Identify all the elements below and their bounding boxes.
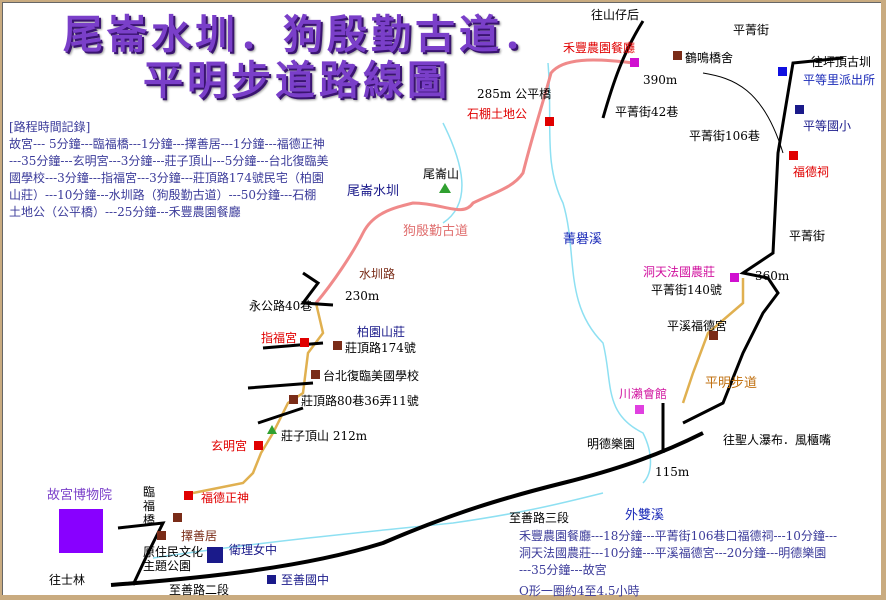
log-line: ---35分鐘---故宮 (519, 563, 607, 577)
label: 莊頂路174號 (345, 341, 416, 355)
poi-marker (709, 331, 718, 340)
label: 平菁街 (733, 23, 770, 37)
label: 莊頂路80巷36弄11號 (301, 394, 419, 408)
label: 擇善居 (181, 529, 218, 543)
poi-marker (267, 575, 276, 584)
poi-marker (207, 547, 223, 563)
label: 平等國小 (803, 119, 852, 133)
road-zhuangding (117, 271, 334, 586)
label: 主題公園 (143, 559, 192, 573)
stream-jingbi (547, 62, 652, 484)
poi-marker (300, 338, 309, 347)
label: 指福宮 (261, 331, 298, 345)
label: 往坪頂古圳 (811, 55, 872, 69)
poi-marker (184, 491, 193, 500)
label: 福德正神 (201, 491, 250, 505)
time-log-left: [路程時間記錄] 故宮--- 5分鐘---臨福橋---1分鐘---擇善居---1… (9, 119, 329, 221)
label: 平溪福德宮 (667, 319, 728, 333)
poi-marker (254, 441, 263, 450)
label: 菁礜溪 (563, 232, 603, 247)
label: 鶴鳴橋舍 (685, 51, 734, 65)
label: 臨福橋 (143, 485, 156, 527)
poi-marker (795, 105, 804, 114)
log-line: 故宮--- 5分鐘---臨福橋---1分鐘---擇善居---1分鐘---福德正神 (9, 137, 325, 151)
label: 230m (345, 289, 380, 303)
log-heading: [路程時間記錄] (9, 120, 91, 134)
poi-marker (545, 117, 554, 126)
road-zhishan (110, 431, 704, 587)
poi-marker (635, 405, 644, 414)
label: 福德祠 (793, 165, 830, 179)
mountain-icon (267, 425, 277, 434)
poi-marker (778, 67, 787, 76)
label: 玄明宮 (211, 439, 248, 453)
poi-marker (173, 513, 182, 522)
stream-west (442, 122, 463, 224)
label: 平菁街106巷 (689, 129, 760, 143)
label: 平明步道 (705, 376, 758, 391)
poi-marker (673, 51, 682, 60)
label: 狗殷勤古道 (403, 224, 469, 239)
label: 390m (643, 73, 678, 87)
log-line: ---35分鐘---玄明宮---3分鐘---莊子頂山---5分鐘---台北復臨美 (9, 154, 329, 168)
log-line: 國學校---3分鐘---指福宮---3分鐘---莊頂路174號民宅（柏園 (9, 171, 324, 185)
label: 尾崙山 (423, 167, 460, 181)
label: 莊子頂山 212m (281, 429, 368, 443)
label: 石棚土地公 (467, 107, 528, 121)
trail-goyin (314, 58, 634, 304)
label: 往山仔后 (591, 8, 640, 22)
label: 平菁街 (789, 229, 826, 243)
label: 水圳路 (359, 267, 396, 281)
title-line1: 尾崙水圳．狗殷勤古道． (63, 12, 547, 58)
log-total: O形一圈約4至4.5小時 (519, 584, 640, 598)
road-pj42 (601, 20, 645, 119)
label: 衛理女中 (229, 543, 278, 557)
label: 平菁街42巷 (615, 105, 679, 119)
label: 尾崙水圳 (347, 184, 400, 199)
label: 柏園山莊 (357, 325, 406, 339)
label: 360m (755, 269, 790, 283)
poi-marker (157, 531, 166, 540)
label: 故宮博物院 (47, 488, 113, 503)
label: 洞天法國農莊 (643, 265, 716, 279)
poi-marker (730, 273, 739, 282)
log-line: 山莊）---10分鐘---水圳路（狗殷勤古道）---50分鐘---石棚 (9, 188, 317, 202)
label: 永公路40巷 (249, 299, 313, 313)
label: 至善路二段 (169, 583, 230, 597)
log-line: 禾豐農園餐廳---18分鐘---平菁街106巷口福德祠---10分鐘--- (519, 529, 838, 543)
log-line: 土地公（公平橋）---25分鐘---禾豐農園餐廳 (9, 205, 241, 219)
poi-marker (789, 151, 798, 160)
label: 平等里派出所 (803, 73, 876, 87)
label: 115m (655, 465, 690, 479)
label: 至善路三段 (509, 511, 570, 525)
mountain-icon (439, 183, 451, 193)
label: 往士林 (49, 573, 86, 587)
label: 原住民文化 (143, 545, 204, 559)
label: 外雙溪 (625, 508, 665, 523)
palace-museum-marker (59, 509, 103, 553)
poi-marker (311, 370, 320, 379)
poi-marker (630, 58, 639, 67)
log-line: 洞天法國農莊---10分鐘---平溪福德宮---20分鐘---明德樂園 (519, 546, 827, 560)
poi-marker (333, 341, 342, 350)
title-line2: 平明步道路線圖 (143, 58, 451, 104)
label: 禾豐農園餐廳 (563, 41, 636, 55)
time-log-right: 禾豐農園餐廳---18分鐘---平菁街106巷口福德祠---10分鐘--- 洞天… (519, 528, 837, 600)
road-pingjing (682, 56, 844, 425)
label: 台北復臨美國學校 (323, 369, 420, 383)
label: 平菁街140號 (651, 283, 722, 297)
label: 川瀨會館 (619, 387, 668, 401)
label: 往聖人瀑布．風櫃嘴 (723, 433, 832, 447)
label: 至善國中 (281, 573, 330, 587)
route-lines (110, 20, 844, 587)
label: 明德樂園 (587, 437, 636, 451)
poi-marker (289, 395, 298, 404)
label: 285m 公平橋 (477, 87, 552, 101)
